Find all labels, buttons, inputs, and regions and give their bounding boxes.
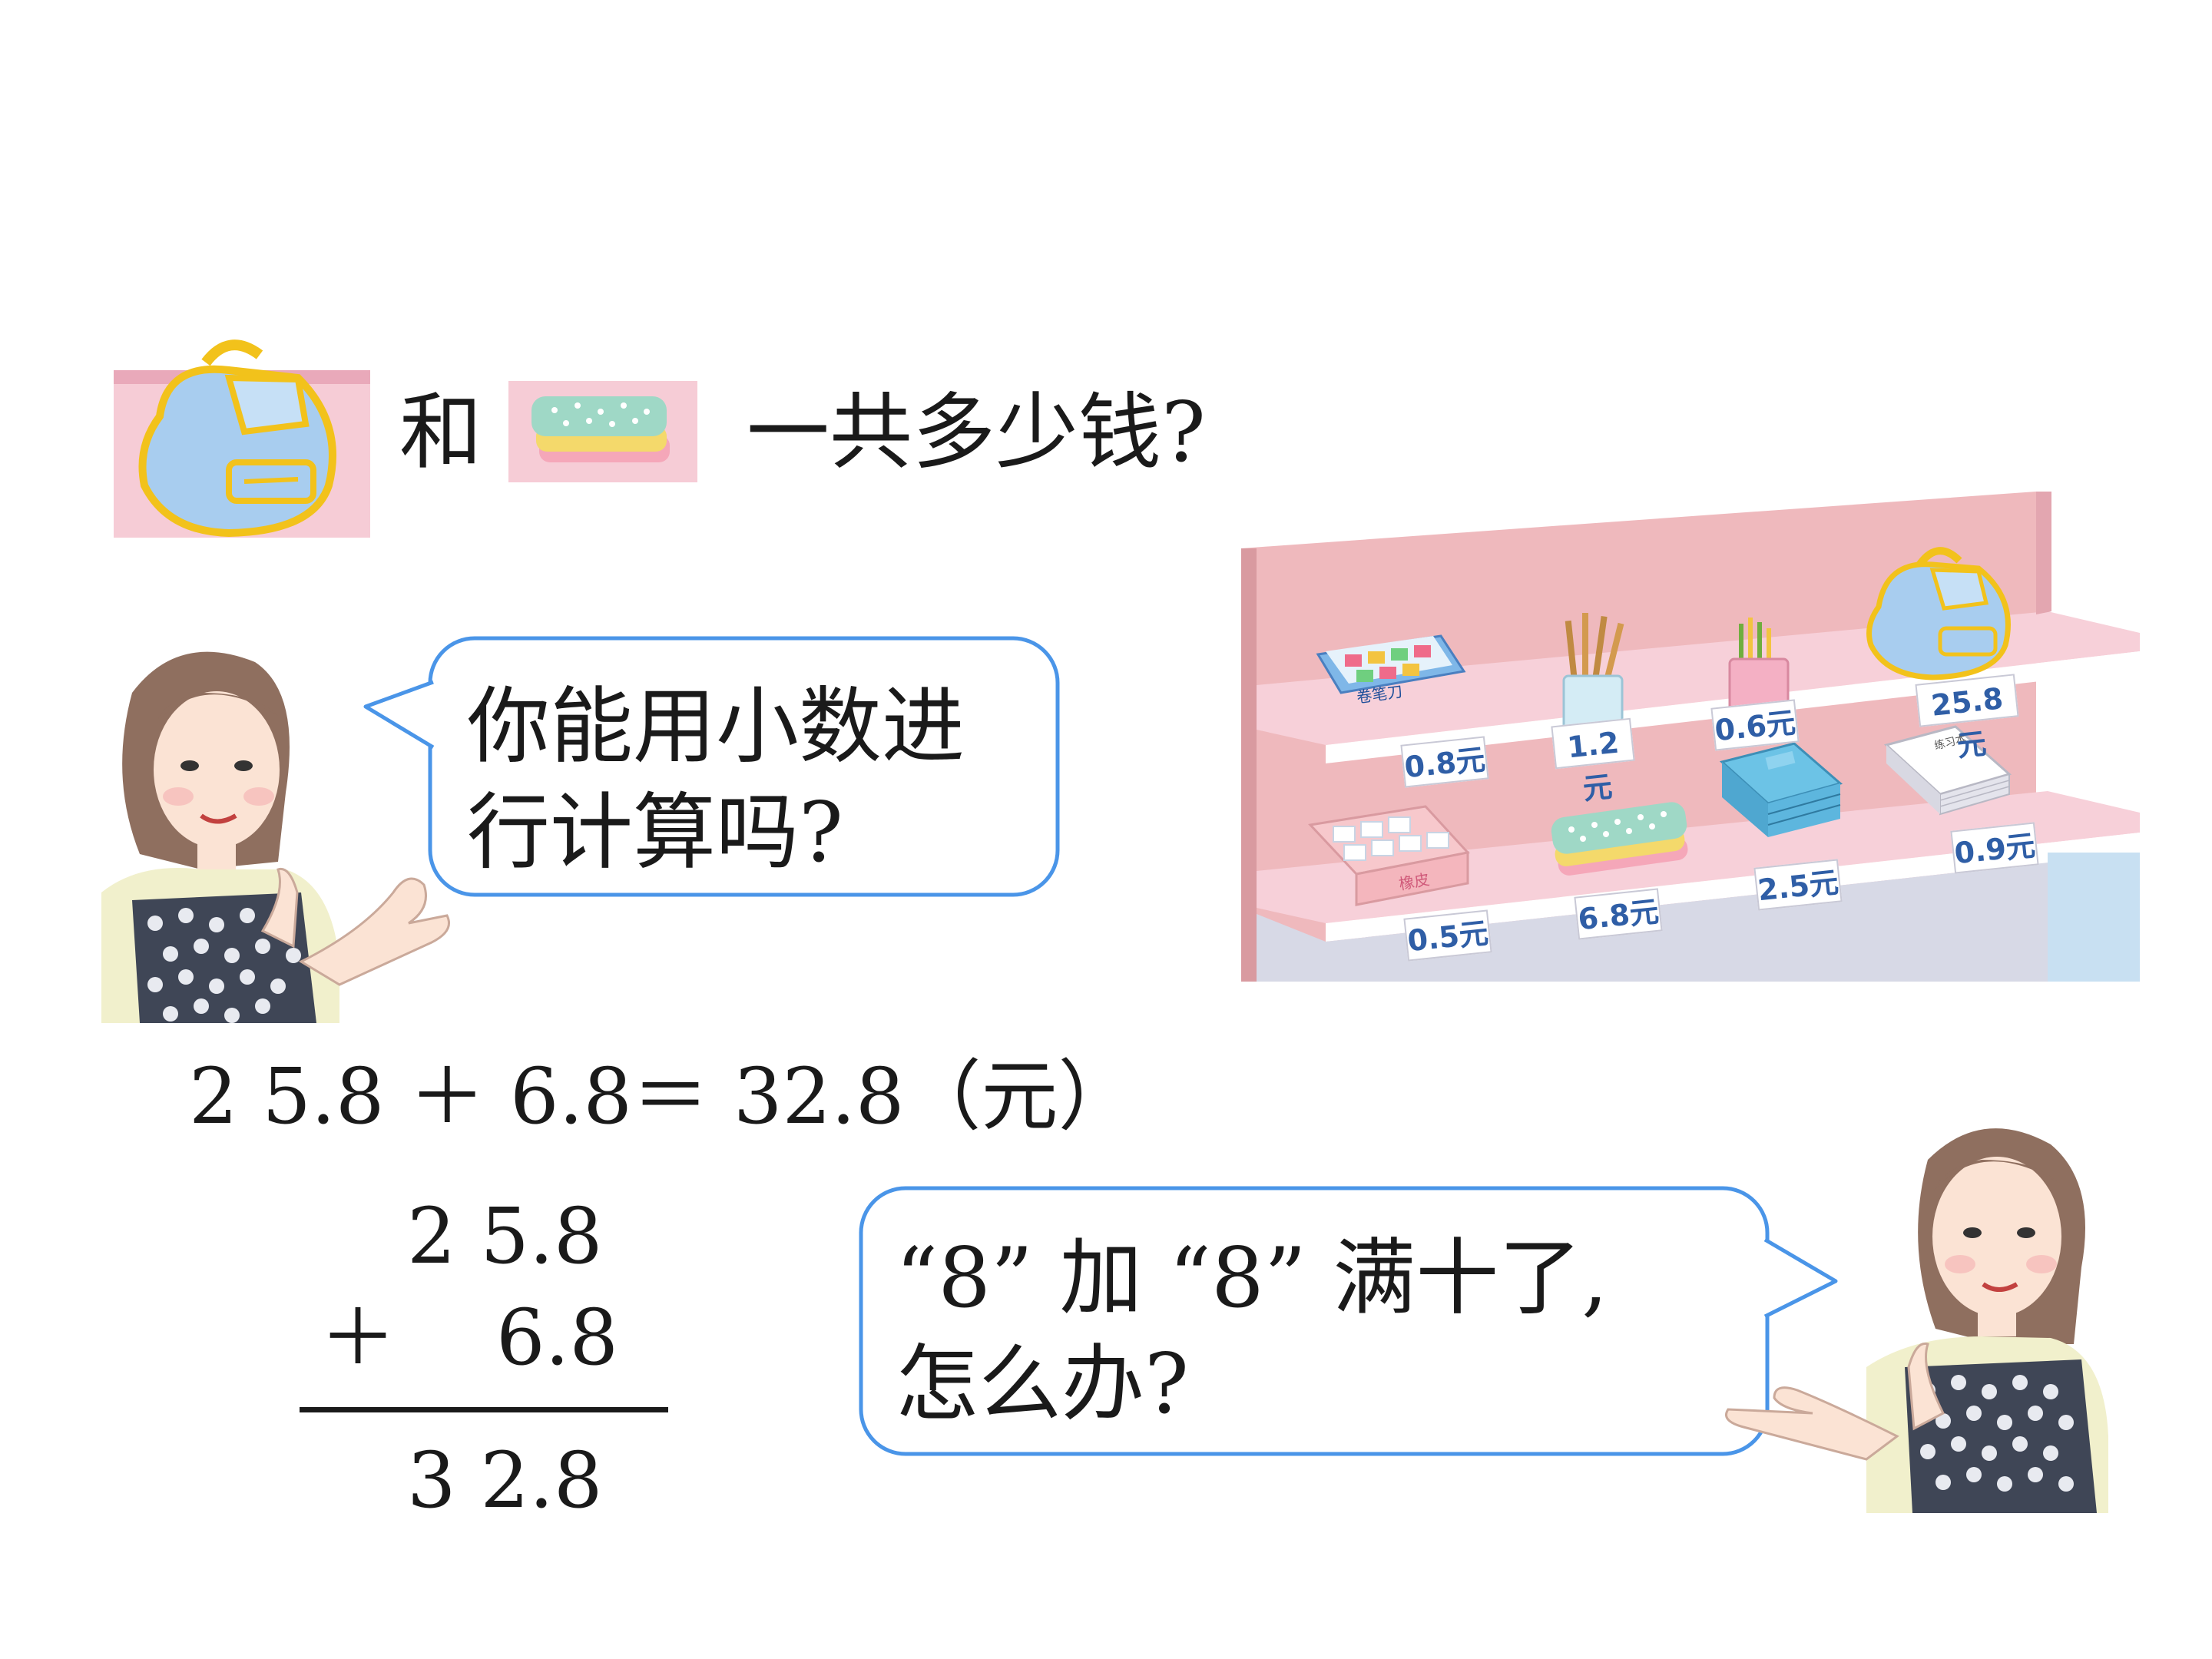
question-word-and: 和	[399, 385, 483, 481]
speech-bubble-2: “8” 加 “8” 满十了, 怎么办?	[859, 1186, 1842, 1456]
plus-sign: ＋	[320, 1293, 396, 1382]
addend-second: 6.8	[496, 1293, 619, 1382]
price-tag-pencil-case: 6.8元	[1574, 888, 1663, 940]
bubble2-line1: “8” 加 “8” 满十了,	[896, 1230, 1608, 1326]
price-tag-eraser: 0.5元	[1403, 909, 1492, 962]
pencil-case-thumbnail	[508, 381, 697, 482]
price-tag-pencils: 1.2元	[1551, 717, 1635, 806]
horizontal-equation: 2 5.8 ＋ 6.8＝ 32.8（元）	[189, 1051, 1135, 1141]
girl-illustration-2	[1713, 1114, 2112, 1513]
addend-top: 2 5.8	[407, 1191, 603, 1281]
speech-bubble-1: 你能用小数进 行计算吗?	[361, 636, 1060, 897]
price-tag-books: 2.5元	[1753, 859, 1843, 911]
bubble2-line2: 怎么办?	[896, 1336, 1189, 1432]
sum-result: 3 2.8	[407, 1435, 603, 1525]
price-tag-pens: 0.6元	[1710, 699, 1800, 751]
bubble1-line2: 行计算吗?	[467, 785, 843, 881]
vertical-addition: 2 5.8 ＋ 6.8 3 2.8	[292, 1198, 676, 1536]
price-tag-backpack: 25.8元	[1915, 674, 2019, 763]
stationery-shelf: 卷笔刀 橡皮 练习本 0.8元 1.2元 0.6元 25.8元 0.5元 6.8…	[1241, 453, 2140, 982]
girl-illustration-1	[86, 639, 455, 1023]
question-ask: 一共多少钱?	[747, 385, 1206, 481]
price-tag-sharpener: 0.8元	[1400, 736, 1489, 788]
sum-line	[300, 1407, 668, 1412]
backpack-thumbnail	[114, 332, 370, 538]
price-tag-notebooks: 0.9元	[1950, 822, 2039, 874]
bubble1-line1: 你能用小数进	[467, 679, 965, 775]
